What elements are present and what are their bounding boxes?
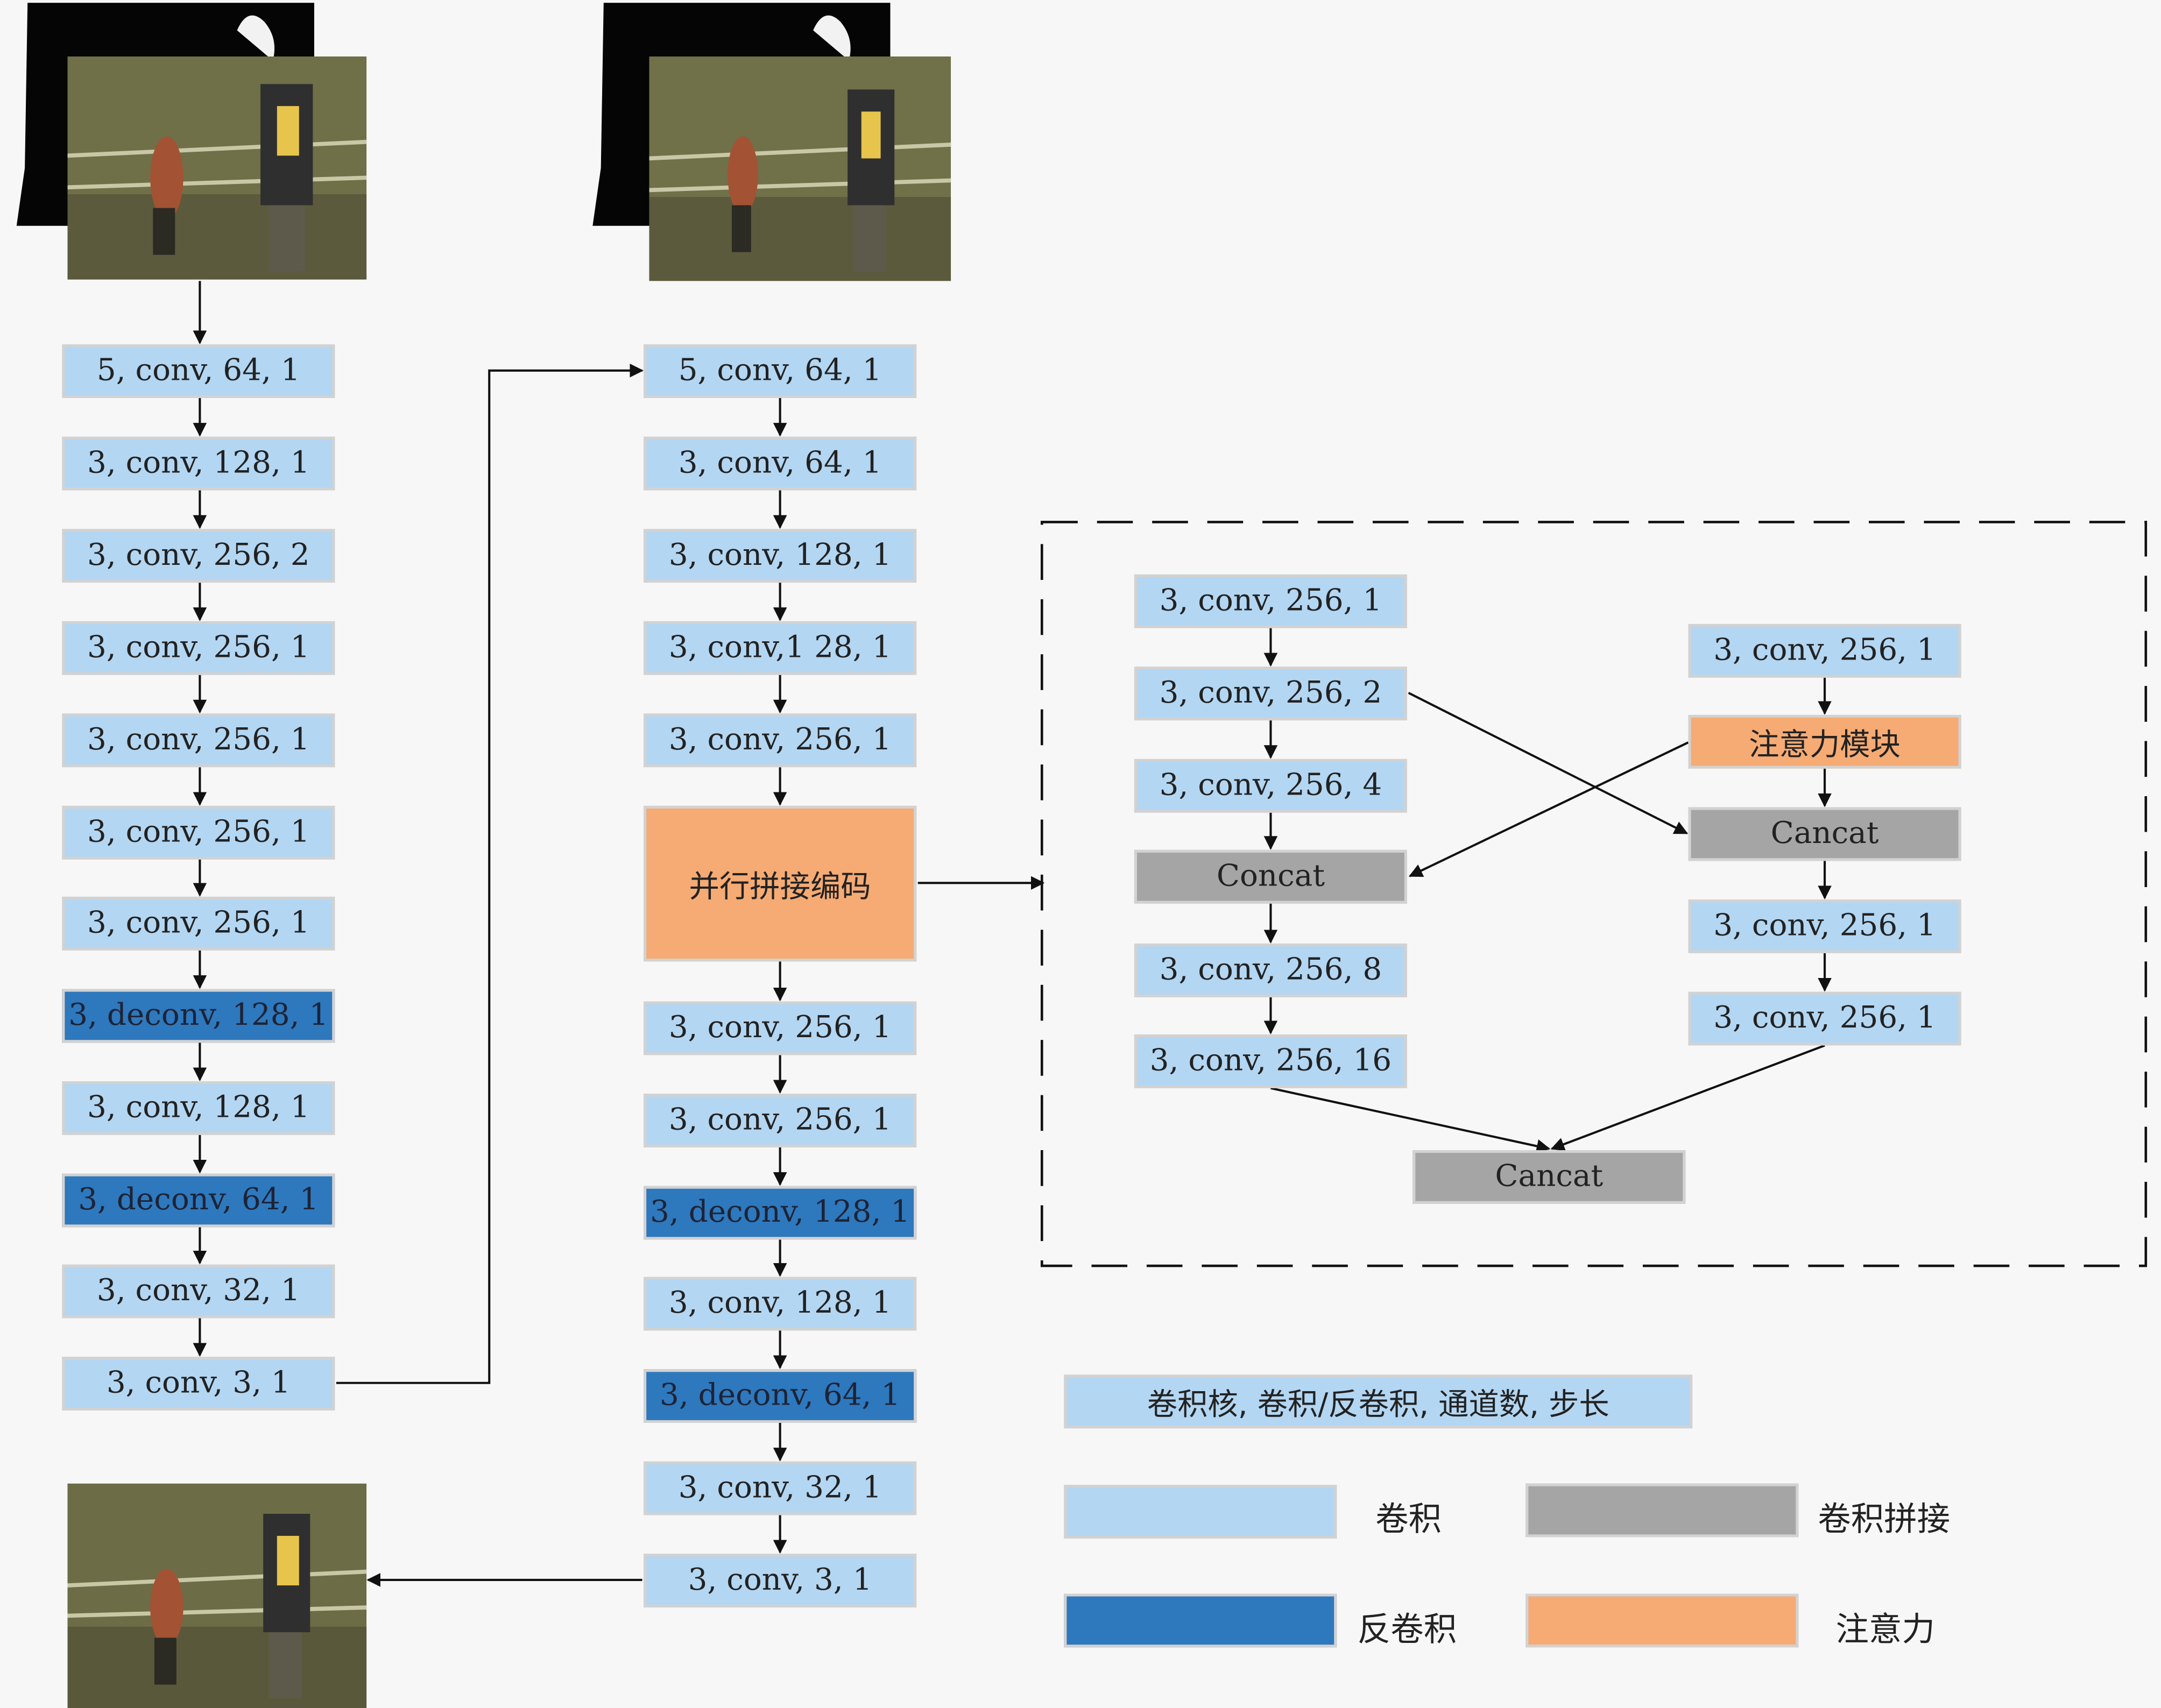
- mid-layer-12: 3, conv, 3, 1: [644, 1554, 917, 1608]
- left-layer-8: 3, deconv, 128, 1: [62, 989, 335, 1043]
- left-layer-11: 3, conv, 32, 1: [62, 1264, 335, 1319]
- legend-concat-label: 卷积拼接: [1818, 1500, 1951, 1539]
- detail-left-concat: Concat: [1134, 849, 1407, 904]
- detail-right-layer-1: 3, conv, 256, 1: [1688, 623, 1961, 678]
- input-photo-middle: [649, 56, 951, 281]
- left-layer-7: 3, conv, 256, 1: [62, 896, 335, 951]
- conv2-to-right-concat-arrow: [1408, 692, 1689, 834]
- detail-left-layer-5: 3, conv, 256, 16: [1134, 1034, 1407, 1088]
- legend-conv-swatch: [1064, 1485, 1337, 1539]
- parallel-concat-encoding-block: 并行拼接编码: [644, 805, 917, 962]
- mid-layer-8: 3, deconv, 128, 1: [644, 1186, 917, 1240]
- left-layer-9: 3, conv, 128, 1: [62, 1081, 335, 1135]
- mid-layer-9: 3, conv, 128, 1: [644, 1277, 917, 1331]
- legend-conv-label: 卷积: [1375, 1500, 1442, 1539]
- left-to-merge-arrow: [1270, 1087, 1551, 1153]
- mid-layer-4: 3, conv,1 28, 1: [644, 621, 917, 675]
- detail-right-layer-2: 3, conv, 256, 1: [1688, 899, 1961, 953]
- mid-layer-10: 3, deconv, 64, 1: [644, 1369, 917, 1423]
- attention-to-left-concat-arrow: [1408, 741, 1689, 877]
- detail-dashed-frame: [1040, 521, 2148, 1267]
- attention-module: 注意力模块: [1688, 714, 1961, 769]
- legend-concat-swatch: [1526, 1483, 1799, 1537]
- detail-left-layer-4: 3, conv, 256, 8: [1134, 943, 1407, 997]
- mid-layer-6: 3, conv, 256, 1: [644, 1001, 917, 1055]
- legend-attention-swatch: [1526, 1593, 1799, 1648]
- legend-deconv-swatch: [1064, 1593, 1337, 1648]
- detail-left-layer-2: 3, conv, 256, 2: [1134, 667, 1407, 721]
- left-layer-10: 3, deconv, 64, 1: [62, 1173, 335, 1228]
- mid-layer-2: 3, conv, 64, 1: [644, 436, 917, 491]
- mid-layer-11: 3, conv, 32, 1: [644, 1461, 917, 1515]
- detail-left-layer-3: 3, conv, 256, 4: [1134, 759, 1407, 813]
- mid-layer-7: 3, conv, 256, 1: [644, 1094, 917, 1147]
- legend-format-box: 卷积核, 卷积/反卷积, 通道数, 步长: [1064, 1374, 1693, 1429]
- detail-merge-concat: Cancat: [1413, 1150, 1686, 1204]
- left-layer-6: 3, conv, 256, 1: [62, 805, 335, 860]
- detail-left-layer-1: 3, conv, 256, 1: [1134, 574, 1407, 628]
- right-to-merge-arrow: [1550, 1044, 1825, 1151]
- output-photo: [67, 1483, 367, 1708]
- left-layer-2: 3, conv, 128, 1: [62, 436, 335, 491]
- legend-deconv-label: 反卷积: [1357, 1610, 1457, 1649]
- detail-right-layer-3: 3, conv, 256, 1: [1688, 991, 1961, 1046]
- mid-layer-3: 3, conv, 128, 1: [644, 529, 917, 583]
- left-layer-4: 3, conv, 256, 1: [62, 621, 335, 675]
- mid-layer-5: 3, conv, 256, 1: [644, 713, 917, 768]
- left-layer-1: 5, conv, 64, 1: [62, 344, 335, 398]
- input-photo-left: [67, 56, 367, 280]
- left-layer-5: 3, conv, 256, 1: [62, 713, 335, 768]
- detail-right-concat: Cancat: [1688, 807, 1961, 861]
- left-layer-12: 3, conv, 3, 1: [62, 1357, 335, 1411]
- left-layer-3: 3, conv, 256, 2: [62, 529, 335, 583]
- mid-layer-1: 5, conv, 64, 1: [644, 344, 917, 398]
- legend-attention-label: 注意力: [1835, 1610, 1935, 1649]
- left-to-middle-arrow: [336, 363, 644, 1384]
